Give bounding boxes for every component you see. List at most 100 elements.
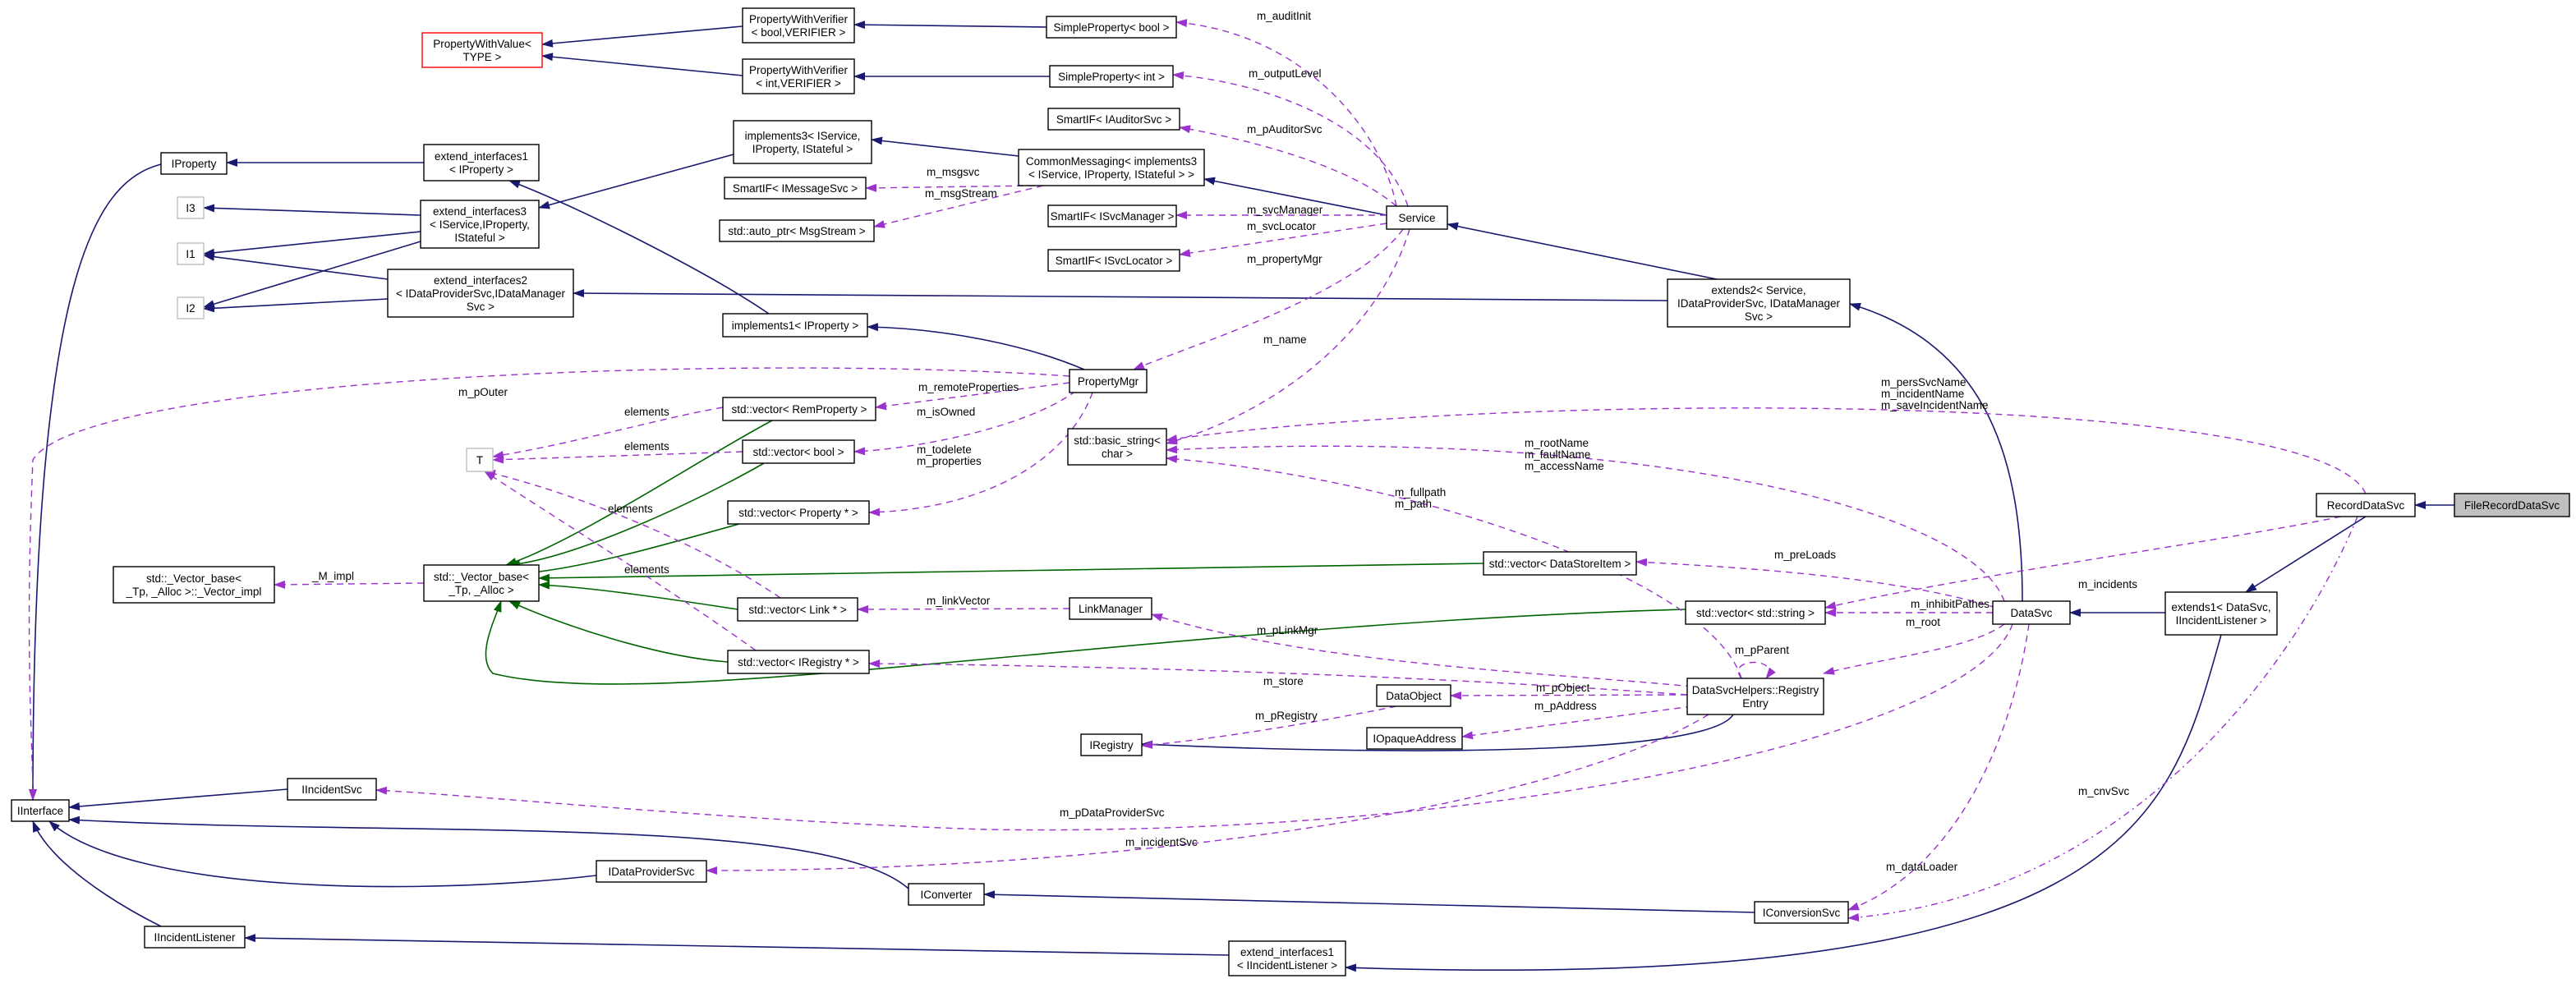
node-label: extend_interfaces1< IIncidentListener > — [1237, 946, 1337, 972]
e-iint-pmgr — [28, 367, 1070, 801]
node-iincidentsvc[interactable]: IIncidentSvc — [287, 778, 377, 801]
node-iregistry[interactable]: IRegistry — [1080, 733, 1143, 756]
node-label: PropertyWithVerifier< int,VERIFIER > — [749, 64, 849, 90]
node-vec-remproperty[interactable]: std::vector< RemProperty > — [722, 397, 876, 421]
node-extend-interfaces2[interactable]: extend_interfaces2< IDataProviderSvc,IDa… — [387, 269, 574, 318]
e-idps-iint — [48, 820, 597, 888]
node-autoptr[interactable]: std::auto_ptr< MsgStream > — [719, 219, 875, 242]
edge-label-m-pouter: m_pOuter — [458, 386, 508, 398]
e-pwvi-pwv — [541, 53, 743, 76]
node-iconversionsvc[interactable]: IConversionSvc — [1754, 901, 1849, 924]
e-extends2-ei2 — [573, 289, 1668, 301]
edge-layer — [28, 19, 2454, 972]
e-linkmgr-regentry — [1151, 613, 1693, 687]
node-box — [1228, 940, 1346, 976]
node-propertymgr[interactable]: PropertyMgr — [1069, 369, 1148, 393]
edge-label-elements-link: elements — [608, 503, 653, 515]
node-label: std::vector< bool > — [752, 446, 844, 458]
node-implements3[interactable]: implements3< IService,IProperty, IStatef… — [733, 120, 872, 164]
e-bstr-service — [1166, 228, 1410, 445]
e-vrem-pmgr — [875, 382, 1070, 411]
e-bstr-rds — [1166, 407, 2367, 494]
node-iinterface[interactable]: IInterface — [11, 799, 70, 822]
node-propertywithvalue[interactable]: PropertyWithValue<TYPE > — [421, 32, 543, 68]
e-vstr-vb — [485, 600, 1686, 685]
node-idataprovidersvc[interactable]: IDataProviderSvc — [596, 860, 707, 883]
node-box — [724, 177, 867, 200]
node-recorddatasvc[interactable]: RecordDataSvc — [2316, 493, 2416, 517]
e-service-cm — [1203, 177, 1387, 216]
node-box — [742, 439, 855, 464]
edge-label-m-msgstream: m_msgStream — [925, 187, 997, 200]
node-box — [1754, 901, 1849, 924]
node-box — [722, 313, 868, 338]
e-iregistry-dataobj — [1141, 705, 1397, 749]
e-extends1-eiil — [1345, 634, 2222, 972]
node-vec-link[interactable]: std::vector< Link * > — [737, 597, 858, 622]
edge-label-m-propertymgr: m_propertyMgr — [1247, 253, 1322, 265]
edge-label-m-inhibitpathes: m_inhibitPathes — [1911, 598, 1990, 610]
node-sp-int[interactable]: SimpleProperty< int > — [1049, 65, 1174, 88]
node-vector-impl[interactable]: std::_Vector_base<_Tp, _Alloc >::_Vector… — [113, 566, 275, 604]
edge-label-m-incidents: m_incidents — [2078, 578, 2137, 590]
node-extend-interfaces1-iil[interactable]: extend_interfaces1< IIncidentListener > — [1228, 940, 1346, 976]
edge-label-m-linkvector: m_linkVector — [927, 595, 991, 607]
node-label: std::vector< std::string > — [1696, 607, 1815, 619]
node-pwv-int[interactable]: PropertyWithVerifier< int,VERIFIER > — [742, 58, 855, 94]
node-extend-interfaces3[interactable]: extend_interfaces3< IService,IProperty,I… — [420, 200, 540, 249]
node-t[interactable]: T — [466, 448, 494, 472]
node-box — [1047, 249, 1180, 272]
node-label: I1 — [186, 248, 195, 260]
node-i3[interactable]: I3 — [177, 196, 205, 219]
node-linkmanager[interactable]: LinkManager — [1069, 597, 1152, 620]
node-box — [11, 799, 70, 822]
node-vec-datastoreitem[interactable]: std::vector< DataStoreItem > — [1483, 551, 1637, 576]
node-iconverter[interactable]: IConverter — [908, 883, 985, 906]
node-i1[interactable]: I1 — [177, 242, 205, 265]
edge-label-m-preloads: m_preLoads — [1774, 549, 1836, 561]
node-label: IDataProviderSvc — [608, 866, 694, 878]
node-iopaqueaddress[interactable]: IOpaqueAddress — [1366, 727, 1463, 750]
edge-label-m-name: m_name — [1263, 333, 1307, 346]
node-box — [1080, 733, 1143, 756]
node-label: I3 — [186, 202, 195, 214]
node-si-svcmanager[interactable]: SmartIF< ISvcManager > — [1047, 204, 1177, 227]
node-box — [1686, 678, 1824, 715]
e-t-vlink — [484, 470, 781, 599]
node-vec-iregistry[interactable]: std::vector< IRegistry * > — [727, 650, 870, 674]
node-i2[interactable]: I2 — [177, 296, 205, 319]
node-si-svclocator[interactable]: SmartIF< ISvcLocator > — [1047, 249, 1180, 272]
node-commonmessaging[interactable]: CommonMessaging< implements3< IService, … — [1018, 149, 1205, 186]
node-sp-bool[interactable]: SimpleProperty< bool > — [1046, 16, 1177, 39]
node-si-auditor[interactable]: SmartIF< IAuditorSvc > — [1047, 108, 1180, 131]
node-filerecorddatasvc[interactable]: FileRecordDataSvc — [2454, 493, 2570, 517]
node-basic-string[interactable]: std::basic_string<char > — [1067, 428, 1167, 466]
node-service[interactable]: Service — [1386, 205, 1448, 230]
node-vector-base[interactable]: std::_Vector_base<_Tp, _Alloc > — [423, 564, 540, 602]
node-box — [423, 564, 540, 602]
node-vec-string[interactable]: std::vector< std::string > — [1685, 600, 1826, 625]
e-eiil-iil — [244, 934, 1230, 956]
node-dataobject[interactable]: DataObject — [1376, 684, 1451, 707]
node-vec-bool[interactable]: std::vector< bool > — [742, 439, 855, 464]
node-label: RecordDataSvc — [2327, 499, 2405, 512]
node-iincidentlistener[interactable]: IIncidentListener — [144, 926, 246, 949]
e-pwvb-pwv — [541, 25, 743, 48]
node-pwv-bool[interactable]: PropertyWithVerifier< bool,VERIFIER > — [742, 7, 855, 44]
node-box — [1047, 204, 1177, 227]
node-extends1[interactable]: extends1< DataSvc,IIncidentListener > — [2164, 591, 2278, 636]
node-implements1[interactable]: implements1< IProperty > — [722, 313, 868, 338]
node-extends2[interactable]: extends2< Service,IDataProviderSvc, IDat… — [1667, 278, 1851, 328]
node-label: IOpaqueAddress — [1373, 733, 1456, 745]
node-label: IConverter — [920, 889, 973, 901]
node-box — [2454, 493, 2570, 517]
e-iisvc-datasvc — [375, 623, 2013, 831]
node-si-message[interactable]: SmartIF< IMessageSvc > — [724, 177, 867, 200]
node-extend-interfaces1-iproperty[interactable]: extend_interfaces1< IProperty > — [423, 144, 540, 181]
node-datasvc[interactable]: DataSvc — [1992, 600, 2071, 625]
node-label: SmartIF< IMessageSvc > — [733, 182, 858, 195]
node-vec-property[interactable]: std::vector< Property * > — [727, 500, 870, 525]
e-ei2-i2 — [203, 298, 389, 313]
node-iproperty[interactable]: IProperty — [160, 152, 228, 175]
